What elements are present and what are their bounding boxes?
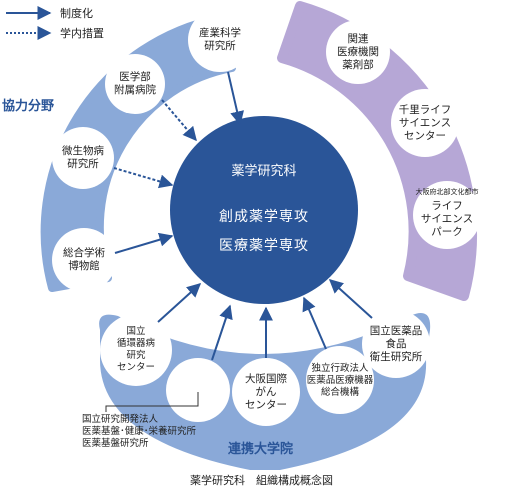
node-hospital [105,54,165,114]
node-pharmacy-dept [326,20,390,84]
node-saito [413,181,481,249]
node-pmda-label: 独立行政法人 医薬品医療機器 総合機構 [306,363,374,398]
arrow-nibiohn [211,304,233,361]
arrow-pmda [302,296,327,350]
node-museum-label: 総合学術 博物館 [63,247,105,272]
node-senri-label: 千里ライフ サイエンス センター [398,103,452,142]
legend-institutionalized-label: 制度化 [60,7,93,20]
node-sanken [188,8,252,72]
node-nibiohn [166,358,230,422]
cooperation-band-label: 協力分野 [2,99,55,114]
center-major-1: 創成薬学専攻 [219,209,309,225]
arrow-biken [113,167,174,189]
diagram-caption: 薬学研究科 組織構成概念図 [190,474,333,487]
node-ncvc-label: 国立 循環器病 研究 センター [116,326,155,373]
arrow-ncvc [157,283,202,323]
node-nihs [362,310,430,378]
support-band-label: 支援基盤 [470,97,523,112]
node-museum [52,228,116,292]
nibiohn-note: 国立研究開発法人 医薬基盤･健康･栄養研究所 医薬基盤研究所 [82,414,197,449]
arrow-sanken [227,71,244,126]
node-biken [52,127,114,189]
arrow-hospital [161,99,197,142]
node-senri [391,89,459,157]
legend-internal-label: 学内措置 [60,27,104,40]
node-biken-label: 微生物病 研究所 [62,145,104,170]
node-saito-label: ライフ サイエンス パーク [420,199,474,238]
partner-band-label: 連携大学院 [228,442,294,457]
node-cancer-label: 大阪国際 がん センター [245,372,287,411]
core-circle [170,116,358,304]
node-nihs-label: 国立医薬品 食品 衛生研究所 [369,324,423,363]
node-ncvc [100,314,172,386]
node-sanken-label: 産業科学 研究所 [199,27,241,52]
arrow-museum [114,232,174,254]
nibiohn-callout [105,392,199,412]
node-pharmacy-dept-label: 関連 医療機関 薬剤部 [337,32,379,71]
arrow-nihs [328,279,373,319]
node-cancer [232,358,300,426]
node-hospital-label: 医学部 附属病院 [114,71,156,96]
center-major-2: 医療薬学専攻 [219,238,309,254]
center-title: 薬学研究科 [231,164,297,179]
node-saito-org-label: 大阪府北部文化都市 [415,188,479,196]
node-pmda [306,346,374,414]
